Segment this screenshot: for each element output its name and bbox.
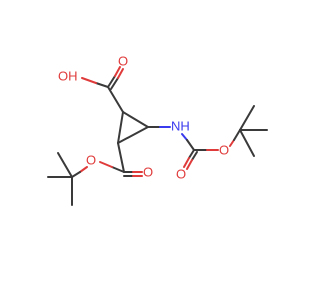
atom-o-carbamate-carbonyl: O (176, 166, 186, 181)
tbu-left-bond-3 (57, 152, 73, 178)
molecule-diagram: O OH NH O O O O (47, 53, 268, 206)
ester-o-bond-a (111, 166, 125, 173)
acid-carbonyl-bond-d (117, 68, 124, 79)
atom-o-ester-ether: O (86, 152, 96, 167)
atom-o-ester-carbonyl: O (143, 164, 153, 179)
acid-carbonyl-bond-b (114, 66, 121, 77)
atom-oh-hydroxyl: OH (58, 68, 78, 83)
ring-bond-top-right (122, 111, 149, 128)
acid-oh-bond-a (95, 82, 109, 88)
ester-o-bond-c (79, 166, 88, 173)
atom-o-carbamate-ether: O (219, 142, 229, 157)
ester-c-bond (117, 142, 125, 173)
atom-nh: NH (171, 118, 190, 133)
ester-o-bond-b (99, 161, 113, 168)
tbu-right-bond-3 (239, 129, 255, 157)
atom-o-acid-carbonyl: O (118, 53, 128, 68)
carbamate-o-bond-c (229, 139, 235, 147)
ring-bond-top-left (117, 111, 124, 144)
acid-carbonyl-bond-a (107, 75, 116, 88)
tbu-right-bond-2 (239, 105, 255, 131)
acid-carbonyl-bond-c (110, 77, 119, 90)
carbamate-co-bond-b (183, 157, 190, 168)
ring-bond-bottom (117, 126, 149, 144)
carbamate-o-bond-d (233, 129, 241, 141)
acid-oh-bond-b (81, 77, 97, 84)
acid-c-bond (107, 86, 124, 113)
n-c-bond-b (186, 139, 195, 151)
carbamate-co-bond-d (186, 159, 193, 170)
ester-o-bond-d (71, 171, 81, 178)
n-c-bond-a (181, 133, 188, 141)
carbamate-co-bond-c (191, 151, 198, 161)
carbamate-co-bond-a (188, 149, 195, 159)
structure-svg: O OH NH O O O O (47, 53, 268, 206)
